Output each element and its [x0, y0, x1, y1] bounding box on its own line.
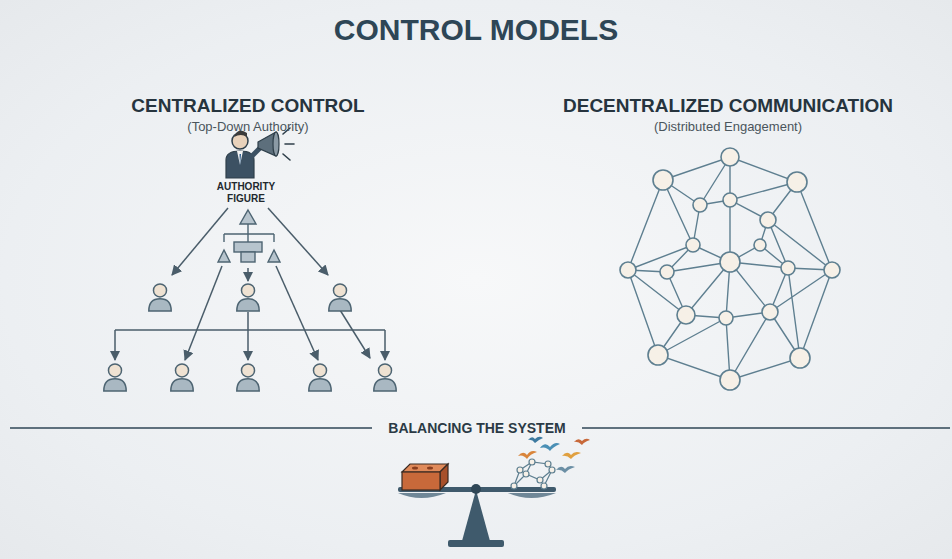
balance-scale	[398, 484, 556, 547]
figure-label: AUTHORITY FIGURE	[206, 181, 286, 205]
section-heading: CENTRALIZED CONTROL	[78, 94, 418, 117]
authority-figure-icon	[226, 128, 294, 178]
diagram-title: CONTROL MODELS	[226, 12, 726, 48]
divider-label: BALANCING THE SYSTEM	[372, 420, 582, 437]
network-nodes	[620, 148, 840, 390]
section-subtitle: (Distributed Engagement)	[538, 119, 918, 135]
org-chart-icon	[218, 210, 280, 262]
person-icons	[104, 284, 396, 391]
section-subtitle: (Top-Down Authority)	[78, 119, 418, 135]
network-links	[628, 157, 832, 380]
section-heading: DECENTRALIZED COMMUNICATION	[538, 94, 918, 117]
birds-network-icon	[511, 437, 590, 489]
brick-icon	[402, 464, 448, 490]
hierarchy-arrows	[115, 208, 385, 360]
